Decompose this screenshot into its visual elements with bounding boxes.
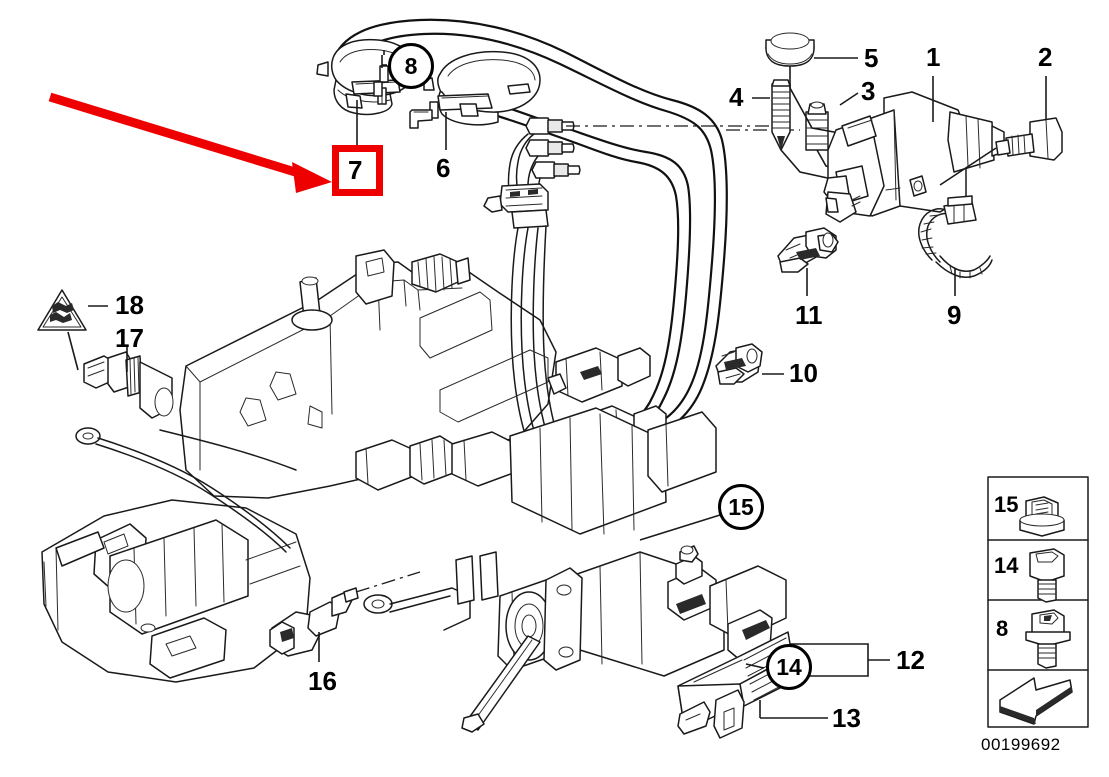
callout-label-15: 15 [718, 484, 764, 530]
callout-label-18: 18 [115, 290, 144, 320]
socket-head-bolt-icon [1029, 548, 1065, 603]
flange-nut-icon [1019, 496, 1065, 537]
callout-label-13: 13 [832, 703, 861, 733]
part-16-pressure-sensor [269, 571, 421, 657]
callout-label-6: 6 [436, 153, 451, 183]
part-1-clutch-actuator [823, 91, 1005, 223]
hydraulic-line-connector-block [483, 117, 581, 445]
direction-arrow-icon [999, 677, 1073, 725]
part-17-temperature-sensor [67, 331, 174, 419]
legend-box-artwork [987, 476, 1089, 728]
transmission-housing [179, 249, 557, 499]
callout-label-11: 11 [795, 300, 823, 330]
part-18-warning-triangle [37, 289, 87, 331]
callout-label-12: 12 [896, 645, 925, 675]
bracket-12-13 [759, 643, 890, 719]
part-2-bolt [939, 117, 1063, 186]
callout-label-3: 3 [861, 76, 876, 106]
callout-label-16: 16 [308, 666, 337, 696]
callout-label-5: 5 [864, 43, 879, 73]
legend-label-8: 8 [996, 616, 1009, 641]
part-9-wiring-harness [918, 195, 993, 279]
shift-linkage-rod [75, 427, 499, 631]
leader-part-18 [67, 331, 79, 371]
callout-label-10: 10 [789, 358, 818, 388]
part-8-bolt-markers [381, 50, 385, 68]
legend-label-14: 14 [994, 553, 1019, 578]
part-6-hydraulic-unit-right [373, 50, 541, 129]
callout-label-2: 2 [1038, 42, 1053, 72]
part-5-grommet [765, 32, 815, 67]
support-frame-bottom-left [41, 499, 311, 683]
callout-label-1: 1 [926, 42, 941, 72]
part-3-screw [805, 101, 829, 151]
part-11-bracket [777, 227, 839, 273]
callout-label-14: 14 [766, 644, 812, 690]
leader-part-2 [939, 147, 997, 186]
callout-leader-lines [88, 57, 1047, 669]
legend-label-15: 15 [994, 492, 1019, 517]
gear-actuator-cylinders [355, 347, 717, 535]
part-10-hose-clip [715, 343, 763, 385]
highlight-box-7 [332, 145, 383, 196]
leader-assembly-5 [789, 66, 857, 137]
callout-label-9: 9 [947, 300, 962, 330]
flange-bolt-icon [1025, 609, 1071, 669]
callout-label-7: 7 [348, 155, 363, 185]
part-12-master-cylinder-assembly [461, 545, 797, 739]
callout-label-8: 8 [388, 43, 434, 89]
callout-label-17: 17 [115, 323, 144, 353]
part-4-tapered-plug [771, 79, 791, 151]
part-number-text: 00199692 [981, 735, 1061, 754]
callout-label-4: 4 [729, 82, 744, 112]
